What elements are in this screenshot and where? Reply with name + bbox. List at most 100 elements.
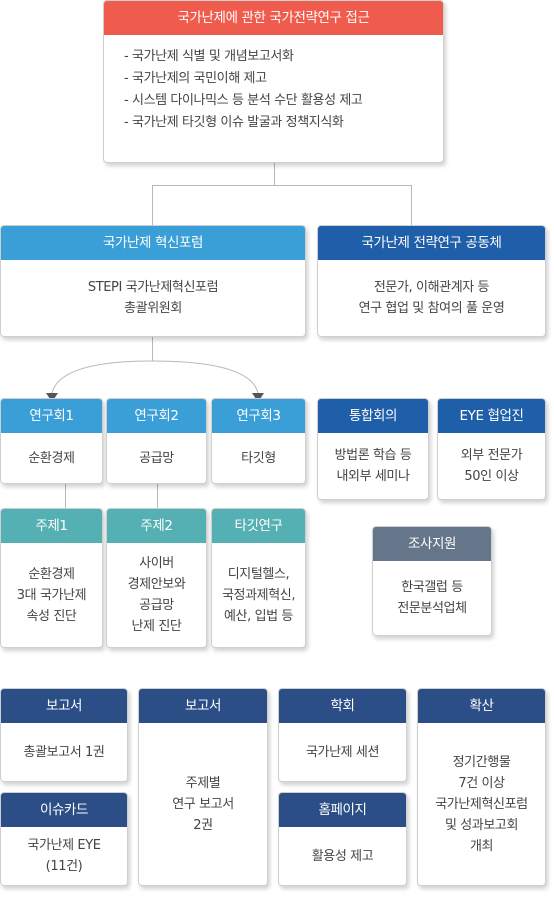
summary-report-title: 보고서 (1, 689, 127, 723)
theme-1-title: 주제1 (1, 509, 102, 543)
arrowhead-left (46, 393, 58, 402)
theme-report-body: 주제별 연구 보고서 2권 (139, 723, 267, 885)
conference-body: 국가난제 세션 (279, 723, 406, 781)
research-group-1-body: 순환경제 (1, 433, 102, 483)
research-group-2-title: 연구회2 (107, 399, 206, 433)
survey-support-title: 조사지원 (373, 527, 491, 561)
body-line: 공급망 (139, 450, 174, 466)
theme-2-body: 사이버 경제안보와 공급망 난제 진단 (107, 543, 206, 647)
body-line: 국가난제 세션 (305, 744, 380, 760)
body-line: 디지털헬스, (227, 566, 290, 582)
issue-card-body: 국가난제 EYE (11건) (1, 827, 127, 885)
body-line: 순환경제 (28, 566, 75, 582)
target-research-box: 타깃연구 디지털헬스, 국정과제혁신, 예산, 입법 등 (211, 508, 306, 648)
arrow-curve-right (151, 360, 259, 394)
body-line: 활용성 제고 (311, 848, 374, 864)
body-line: 2권 (193, 817, 213, 833)
issue-card-title: 이슈카드 (1, 793, 127, 827)
body-line: 연구 협업 및 참여의 풀 운영 (358, 301, 505, 316)
survey-support-body: 한국갤럽 등 전문분석업체 (373, 561, 491, 635)
connector-to-forum (152, 185, 153, 225)
eye-collaborators-box: EYE 협업진 외부 전문가 50인 이상 (437, 398, 546, 500)
body-line: 주제별 (185, 775, 221, 791)
theme-1-box: 주제1 순환경제 3대 국가난제 속성 진단 (0, 508, 103, 648)
innovation-forum-box: 국가난제 혁신포럼 STEPI 국가난제혁신포럼 총괄위원회 (0, 225, 306, 337)
body-line: 순환경제 (28, 450, 75, 466)
body-line: 방법론 학습 등 (334, 448, 412, 463)
research-group-1-title: 연구회1 (1, 399, 102, 433)
dissemination-title: 확산 (418, 689, 545, 723)
theme-report-box: 보고서 주제별 연구 보고서 2권 (138, 688, 268, 886)
target-research-title: 타깃연구 (212, 509, 305, 543)
connector-top-horizontal (152, 185, 412, 186)
dissemination-box: 확산 정기간행물 7건 이상 국가난제혁신포럼 및 성과보고회 개최 (417, 688, 546, 886)
body-line: 국가난제혁신포럼 (435, 796, 528, 812)
body-line: STEPI 국가난제혁신포럼 (87, 280, 219, 295)
body-line: 개최 (469, 838, 494, 854)
dissemination-body: 정기간행물 7건 이상 국가난제혁신포럼 및 성과보고회 개최 (418, 723, 545, 885)
body-line: (11건) (45, 859, 83, 874)
innovation-forum-body: STEPI 국가난제혁신포럼 총괄위원회 (1, 260, 305, 336)
strategy-approach-list: - 국가난제 식별 및 개념보고서화 - 국가난제의 국민이해 제고 - 시스템… (124, 46, 363, 134)
theme-2-title: 주제2 (107, 509, 206, 543)
connector-to-joint (411, 185, 412, 225)
list-item: - 시스템 다이나믹스 등 분석 수단 활용성 제고 (124, 93, 363, 108)
body-line: 정기간행물 (452, 754, 511, 770)
body-line: 연구 보고서 (172, 796, 234, 812)
body-line: 내외부 세미나 (336, 469, 410, 484)
list-item: - 국가난제의 국민이해 제고 (124, 71, 267, 86)
connector-group1-theme1 (65, 484, 66, 508)
strategy-approach-box: 국가난제에 관한 국가전략연구 접근 - 국가난제 식별 및 개념보고서화 - … (103, 0, 444, 163)
body-line: 전문분석업체 (397, 601, 467, 616)
body-line: 국정과제혁신, (221, 587, 296, 603)
body-line: 난제 진단 (131, 619, 182, 634)
body-line: 예산, 입법 등 (224, 608, 293, 624)
theme-2-box: 주제2 사이버 경제안보와 공급망 난제 진단 (106, 508, 207, 648)
conference-box: 학회 국가난제 세션 (278, 688, 407, 782)
body-line: 경제안보와 (127, 577, 186, 592)
theme-1-body: 순환경제 3대 국가난제 속성 진단 (1, 543, 102, 647)
research-group-2-body: 공급망 (107, 433, 206, 483)
eye-collaborators-body: 외부 전문가 50인 이상 (438, 433, 545, 499)
body-line: 외부 전문가 (460, 448, 523, 463)
body-line: 전문가, 이해관계자 등 (373, 280, 490, 295)
theme-report-title: 보고서 (139, 689, 267, 723)
body-line: 총괄위원회 (124, 301, 182, 316)
research-group-3: 연구회3 타깃형 (211, 398, 306, 484)
body-line: 50인 이상 (464, 469, 519, 484)
connector-forum-down (152, 337, 153, 361)
body-line: 사이버 (139, 556, 174, 571)
research-community-box: 국가난제 전략연구 공동체 전문가, 이해관계자 등 연구 협업 및 참여의 풀… (317, 225, 546, 337)
summary-report-body: 총괄보고서 1권 (1, 723, 127, 781)
body-line: 타깃형 (241, 450, 276, 466)
research-group-2: 연구회2 공급망 (106, 398, 207, 484)
research-community-body: 전문가, 이해관계자 등 연구 협업 및 참여의 풀 운영 (318, 260, 545, 336)
joint-meeting-box: 통합회의 방법론 학습 등 내외부 세미나 (317, 398, 429, 500)
homepage-title: 홈페이지 (279, 793, 406, 827)
target-research-body: 디지털헬스, 국정과제혁신, 예산, 입법 등 (212, 543, 305, 647)
research-community-title: 국가난제 전략연구 공동체 (318, 226, 545, 260)
arrowhead-right (252, 393, 264, 402)
connector-top-down (274, 163, 275, 185)
body-line: 3대 국가난제 (16, 587, 87, 603)
summary-report-box: 보고서 총괄보고서 1권 (0, 688, 128, 782)
body-line: 국가난제 EYE (27, 838, 101, 853)
issue-card-box: 이슈카드 국가난제 EYE (11건) (0, 792, 128, 886)
body-line: 총괄보고서 1권 (23, 744, 105, 760)
body-line: 및 성과보고회 (444, 817, 519, 833)
homepage-body: 활용성 제고 (279, 827, 406, 885)
joint-meeting-title: 통합회의 (318, 399, 428, 433)
body-line: 한국갤럽 등 (401, 580, 463, 595)
innovation-forum-title: 국가난제 혁신포럼 (1, 226, 305, 260)
body-line: 속성 진단 (26, 608, 77, 624)
research-group-1: 연구회1 순환경제 (0, 398, 103, 484)
arrow-curve-left (51, 360, 153, 394)
research-group-3-title: 연구회3 (212, 399, 305, 433)
research-group-3-body: 타깃형 (212, 433, 305, 483)
connector-group2-theme2 (157, 484, 158, 508)
strategy-approach-title: 국가난제에 관한 국가전략연구 접근 (104, 1, 443, 35)
survey-support-box: 조사지원 한국갤럽 등 전문분석업체 (372, 526, 492, 636)
list-item: - 국가난제 타깃형 이슈 발굴과 정책지식화 (124, 115, 344, 130)
list-item: - 국가난제 식별 및 개념보고서화 (124, 49, 294, 64)
